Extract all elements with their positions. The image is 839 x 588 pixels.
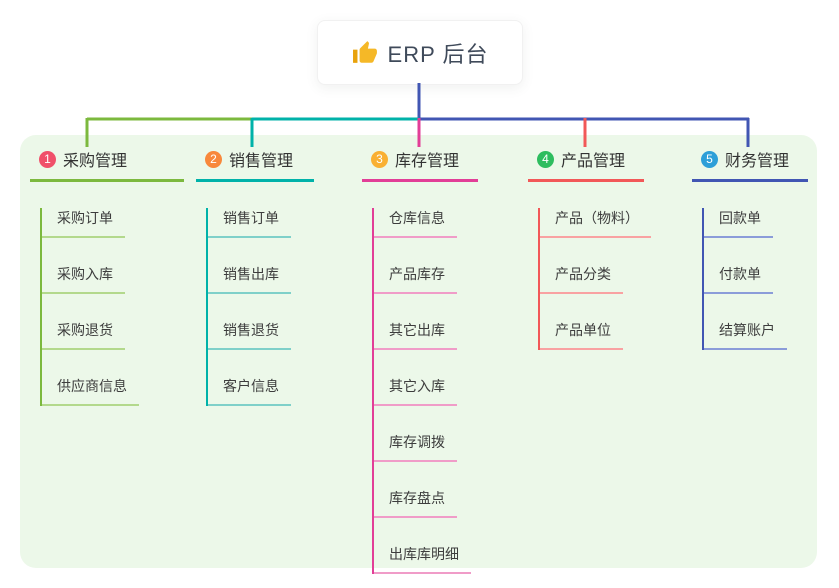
branch-number-badge: 3 [371,150,388,168]
branch-sales: 2 销售管理 销售订单 销售出库 销售退货 客户信息 [196,147,314,406]
mindmap-panel [20,135,817,568]
root-node[interactable]: ERP 后台 [317,20,523,85]
node-item[interactable]: 库存调拨 [374,432,457,462]
branch-product: 4 产品管理 产品（物料） 产品分类 产品单位 [528,147,651,350]
branch-header-purchase[interactable]: 1 采购管理 [30,147,184,182]
branch-header-inventory[interactable]: 3 库存管理 [362,147,478,182]
branch-header-finance[interactable]: 5 财务管理 [692,147,808,182]
node-item[interactable]: 销售出库 [208,264,291,294]
branch-children-finance: 回款单 付款单 结算账户 [702,208,808,350]
branch-number-badge: 4 [537,150,554,168]
node-item[interactable]: 其它出库 [374,320,457,350]
node-item[interactable]: 产品分类 [540,264,623,294]
node-item[interactable]: 采购退货 [42,320,125,350]
branch-children-product: 产品（物料） 产品分类 产品单位 [538,208,651,350]
branch-number-badge: 5 [701,150,718,168]
thumbs-up-icon [352,40,377,63]
node-item[interactable]: 结算账户 [704,320,787,350]
branch-header-product[interactable]: 4 产品管理 [528,147,644,182]
branch-children-purchase: 采购订单 采购入库 采购退货 供应商信息 [40,208,184,406]
node-item[interactable]: 出库库明细 [374,544,471,574]
branch-purchase: 1 采购管理 采购订单 采购入库 采购退货 供应商信息 [30,147,184,406]
node-item[interactable]: 库存盘点 [374,488,457,518]
node-item[interactable]: 产品单位 [540,320,623,350]
node-item[interactable]: 其它入库 [374,376,457,406]
branch-children-sales: 销售订单 销售出库 销售退货 客户信息 [206,208,314,406]
node-item[interactable]: 产品库存 [374,264,457,294]
node-item[interactable]: 采购订单 [42,208,125,238]
node-item[interactable]: 仓库信息 [374,208,457,238]
node-item[interactable]: 采购入库 [42,264,125,294]
root-title: ERP 后台 [387,41,489,67]
branch-number-badge: 2 [205,150,222,168]
branch-label: 库存管理 [395,153,460,170]
branch-inventory: 3 库存管理 仓库信息 产品库存 其它出库 其它入库 库存调拨 库存盘点 出库库… [362,147,478,574]
branch-children-inventory: 仓库信息 产品库存 其它出库 其它入库 库存调拨 库存盘点 出库库明细 [372,208,478,574]
branch-label: 采购管理 [63,153,128,170]
branch-number-badge: 1 [39,150,56,168]
node-item[interactable]: 销售退货 [208,320,291,350]
branch-finance: 5 财务管理 回款单 付款单 结算账户 [692,147,808,350]
branch-header-sales[interactable]: 2 销售管理 [196,147,314,182]
node-item[interactable]: 供应商信息 [42,376,139,406]
node-item[interactable]: 产品（物料） [540,208,651,238]
node-item[interactable]: 付款单 [704,264,773,294]
node-item[interactable]: 客户信息 [208,376,291,406]
branch-label: 产品管理 [561,153,626,170]
branch-label: 财务管理 [725,153,790,170]
node-item[interactable]: 销售订单 [208,208,291,238]
branch-label: 销售管理 [229,153,294,170]
node-item[interactable]: 回款单 [704,208,773,238]
